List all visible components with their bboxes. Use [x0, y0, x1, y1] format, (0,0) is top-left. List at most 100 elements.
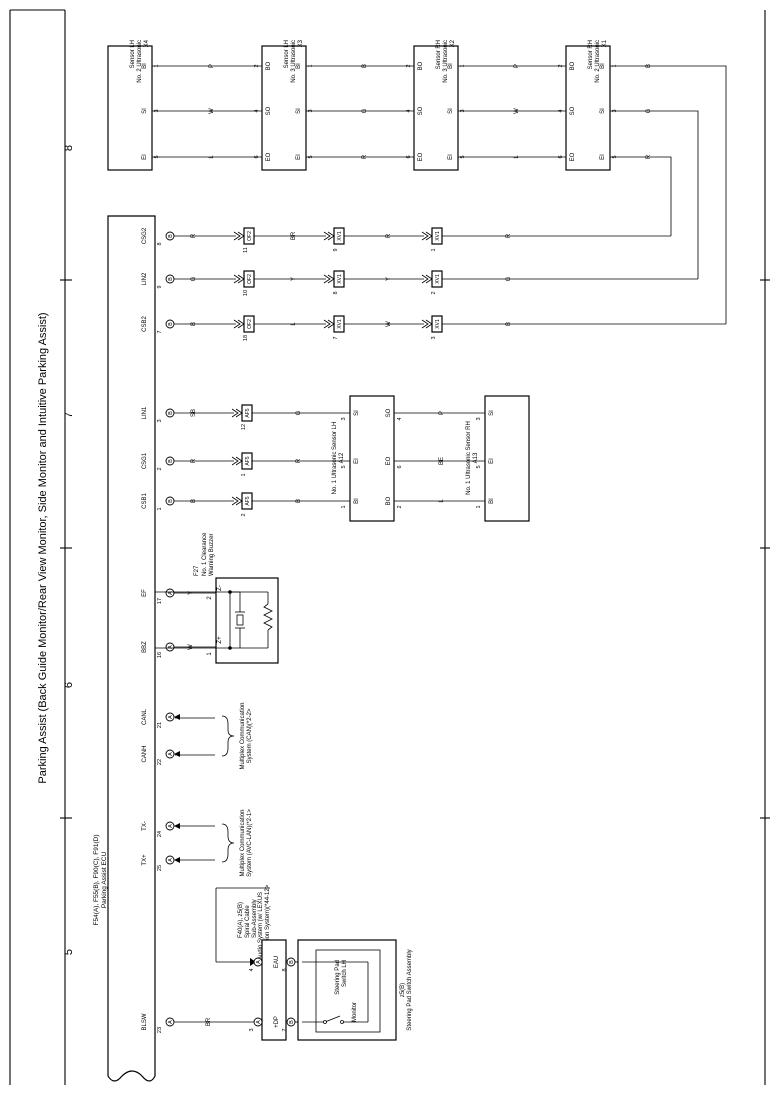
monitor-switch-label: Monitor	[352, 1002, 358, 1022]
wire	[610, 65, 727, 324]
junction-arrow	[327, 231, 335, 241]
ecu-pin-number: 2	[157, 467, 163, 470]
sensor-pin-label: BO	[418, 61, 424, 70]
sensor-pin-number: 1	[341, 505, 347, 508]
steering-inner2: Switch LH	[342, 960, 348, 987]
sensor-pin-label: EO	[418, 152, 424, 161]
nav-label-2: Navigation System)(*44-12>	[265, 884, 271, 960]
spiral-name1: Spiral Cable	[245, 905, 251, 938]
wire-color: P	[514, 64, 520, 68]
sensor-pin-number: 2	[397, 505, 403, 508]
connector-letter: A	[168, 824, 174, 828]
sensor-pin-label: BO	[266, 61, 272, 70]
grid-number: 8	[63, 145, 75, 151]
ultrasonic-sensor-box	[413, 45, 459, 171]
wire-color: R	[506, 233, 512, 238]
sensor-pin-label: BI	[600, 63, 606, 69]
buzzer-id: F27	[194, 565, 200, 576]
sensor-pin-label: BI	[142, 63, 148, 69]
junction-number: 2	[241, 513, 247, 516]
junction-arrow	[327, 319, 335, 329]
wire-color: G	[362, 108, 368, 113]
junction-number: 18	[243, 335, 249, 341]
junction-label: XV1	[337, 274, 343, 284]
spiral-pin-number: 4	[249, 968, 255, 971]
connector-terminal	[253, 957, 263, 967]
sensor-pin-label: BO	[386, 496, 392, 505]
sensor-a12-box	[349, 395, 395, 522]
junction-arrow	[233, 319, 241, 329]
ecu-pin-label: BBZ	[142, 641, 148, 653]
avc-label-1: Multiplex Communication	[240, 809, 246, 876]
sensor-pin-number: 3	[341, 417, 347, 420]
ecu-pin-number: 17	[157, 598, 163, 604]
sensor-pin-number: 6	[397, 465, 403, 468]
sensor-pin-label: BI	[489, 498, 495, 504]
sensor-pin-label: SI	[142, 108, 148, 114]
ultrasonic-sensor-name: No. 3 Ultrasonic	[291, 40, 297, 83]
wire-color: L	[514, 155, 520, 159]
ecu-pin-number: 1	[157, 507, 163, 510]
spiral-pin-top: EAU	[274, 956, 280, 968]
wire-color: P	[209, 64, 215, 68]
junction-number: 12	[241, 424, 247, 430]
can-label-2: System (CAN)(*2-2>	[247, 708, 253, 763]
spiral-code: F40(A), z5(B)	[238, 902, 244, 938]
grid-number: 6	[63, 682, 75, 688]
sensor-pin-label: SI	[354, 410, 360, 416]
ultrasonic-sensor-name: Sensor RH	[436, 40, 442, 69]
sensor-pin-label: EI	[354, 458, 360, 464]
junction-arrow	[231, 496, 239, 506]
ecu-pin-number: 21	[157, 722, 163, 728]
sensor-pin-number: 5	[476, 465, 482, 468]
ecu-pin-label: BLSW	[142, 1013, 148, 1030]
sensor-a13-box	[484, 395, 530, 522]
junction-label: AF5	[245, 408, 251, 417]
avc-reference	[175, 823, 235, 863]
sensor-pin-label: EI	[448, 154, 454, 160]
ecu-pin-number: 22	[157, 759, 163, 765]
junction-number: 10	[243, 290, 249, 296]
ecu-pin-label: CSG2	[142, 227, 148, 244]
wire-color: R	[362, 154, 368, 159]
ultrasonic-sensor-box	[565, 45, 611, 171]
wire-color: Y	[386, 277, 392, 281]
ecu-pin-number: 16	[157, 652, 163, 658]
junction-label: AF5	[245, 496, 251, 505]
connector-letter: B	[168, 459, 174, 463]
sensor-pin-label: SO	[386, 408, 392, 417]
junction-arrow	[323, 319, 331, 329]
connector-letter: B	[289, 1020, 295, 1024]
wire	[610, 110, 699, 279]
connector-letter: B	[168, 322, 174, 326]
junction-arrow	[231, 408, 239, 418]
wire-color: B	[362, 64, 368, 68]
junction-number: 7	[333, 336, 339, 339]
junction-number: 1	[241, 473, 247, 476]
ultrasonic-sensor-box	[107, 45, 153, 171]
wire-color: R	[296, 458, 302, 463]
junction-arrow	[237, 319, 245, 329]
wire-color: W	[209, 108, 215, 114]
sensor-pin-label: BI	[354, 498, 360, 504]
ecu-pin-label: LIN2	[142, 272, 148, 285]
sensor-pin-label: EO	[266, 152, 272, 161]
sensor-a13-name: No. 1 Ultrasonic Sensor RH	[466, 421, 472, 495]
wire-color: R	[191, 458, 197, 463]
ecu-name: Parking Assist ECU	[101, 852, 108, 909]
junction-arrow	[323, 231, 331, 241]
sensor-pin-label: EO	[386, 456, 392, 465]
ecu-box	[107, 215, 156, 1082]
ultrasonic-sensor-name: No. 2 Ultrasonic	[595, 40, 601, 83]
wire-color: BR	[206, 1017, 212, 1026]
ecu-pin-label: CANH	[142, 745, 148, 762]
connector-terminal	[253, 1017, 263, 1027]
monitor-switch-symbol	[302, 961, 369, 1024]
connector-letter: A	[256, 960, 262, 964]
sensor-pin-label: EI	[489, 458, 495, 464]
buzzer-symbol	[155, 590, 273, 650]
connector-letter: B	[168, 234, 174, 238]
junction-arrow	[235, 456, 243, 466]
